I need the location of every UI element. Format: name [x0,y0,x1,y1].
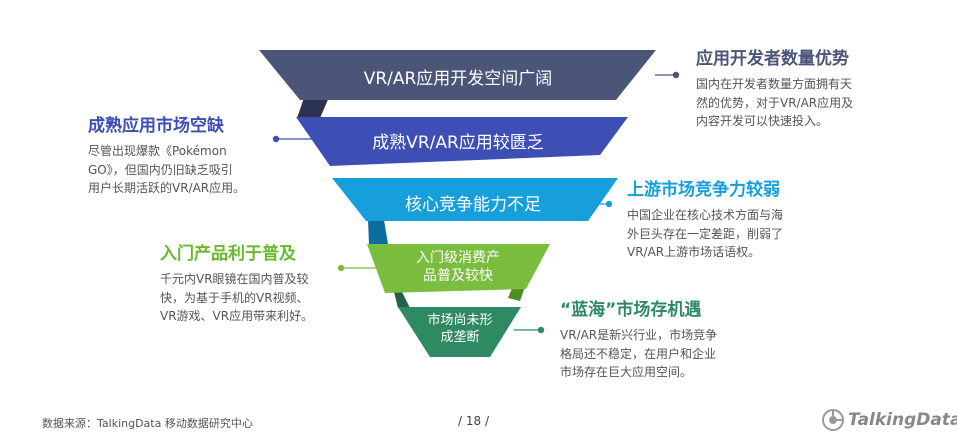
note-text: 国内在开发者数量方面拥有天 然的优势，对于VR/AR应用及 内容开发可以快速投入… [696,77,854,128]
note-title: 入门产品利于普及 [160,244,296,264]
page-number: / 18 / [458,414,489,428]
funnel-layer-3 [332,178,618,221]
note-blue-ocean: “蓝海”市场存机遇 VR/AR是新兴行业，市场竞争 格局还不稳定，在用户和企业 … [560,295,717,382]
note-title: 上游市场竞争力较弱 [627,180,780,200]
note-title: 成熟应用市场空缺 [88,116,224,136]
brand-logo: TalkingData [822,409,957,431]
note-mature-app-gap: 成熟应用市场空缺 尽管出现爆款《Pokémon GO》，但国内仍旧缺乏吸引 用户… [88,111,245,198]
layer-label-4-line-1: 入门级消费产 [416,250,500,266]
data-source-note: 数据来源：TalkingData 移动数据研究中心 [42,417,253,430]
layer-label-5-line-1: 市场尚未形 [427,313,493,328]
note-developer-advantage: 应用开发者数量优势 国内在开发者数量方面拥有天 然的优势，对于VR/AR应用及 … [696,44,853,131]
layer-label-1: VR/AR应用开发空间广阔 [363,69,553,89]
funnel-layer-5 [398,307,521,357]
fold-3 [368,220,388,244]
note-title: “蓝海”市场存机遇 [560,300,702,320]
connector-dot-5 [537,326,545,334]
layer-label-4-line-2: 品普及较快 [423,268,493,284]
fold-1 [297,95,330,118]
note-title: 应用开发者数量优势 [696,49,849,69]
note-upstream-weak: 上游市场竞争力较弱 中国企业在核心技术方面与海 外巨头存在一定差距，削弱了 VR… [627,175,783,262]
layer-label-5: 市场尚未形 成垄断 [410,312,510,346]
note-text: 尽管出现爆款《Pokémon GO》，但国内仍旧缺乏吸引 用户长期活跃的VR/A… [88,144,246,195]
connector-dot-1 [672,71,680,79]
connector-dot-4 [337,264,345,272]
layer-label-5-line-2: 成垄断 [440,330,480,345]
funnel-layer-4 [367,244,550,293]
brand-name: TalkingData [848,410,957,430]
connector-dot-3 [605,200,613,208]
connector-dot-2 [272,135,280,143]
layer-label-4: 入门级消费产 品普及较快 [388,249,528,285]
fold-5 [394,292,410,308]
note-text: 千元内VR眼镜在国内普及较 快，为基于手机的VR视频、 VR游戏、VR应用带来利… [160,272,314,323]
funnel-layer-1 [259,50,656,100]
note-text: VR/AR是新兴行业，市场竞争 格局还不稳定，在用户和企业 市场存在巨大应用空间… [560,328,718,379]
note-text: 中国企业在核心技术方面与海 外巨头存在一定差距，削弱了 VR/AR上游市场话语权… [627,208,784,259]
layer-label-2: 成熟VR/AR应用较匮乏 [372,133,544,153]
funnel-layer-2 [296,117,628,166]
note-entry-products: 入门产品利于普及 千元内VR眼镜在国内普及较 快，为基于手机的VR视频、 VR游… [160,239,313,326]
layer-label-3: 核心竞争能力不足 [405,195,541,215]
talkingdata-logo-icon [822,409,844,431]
